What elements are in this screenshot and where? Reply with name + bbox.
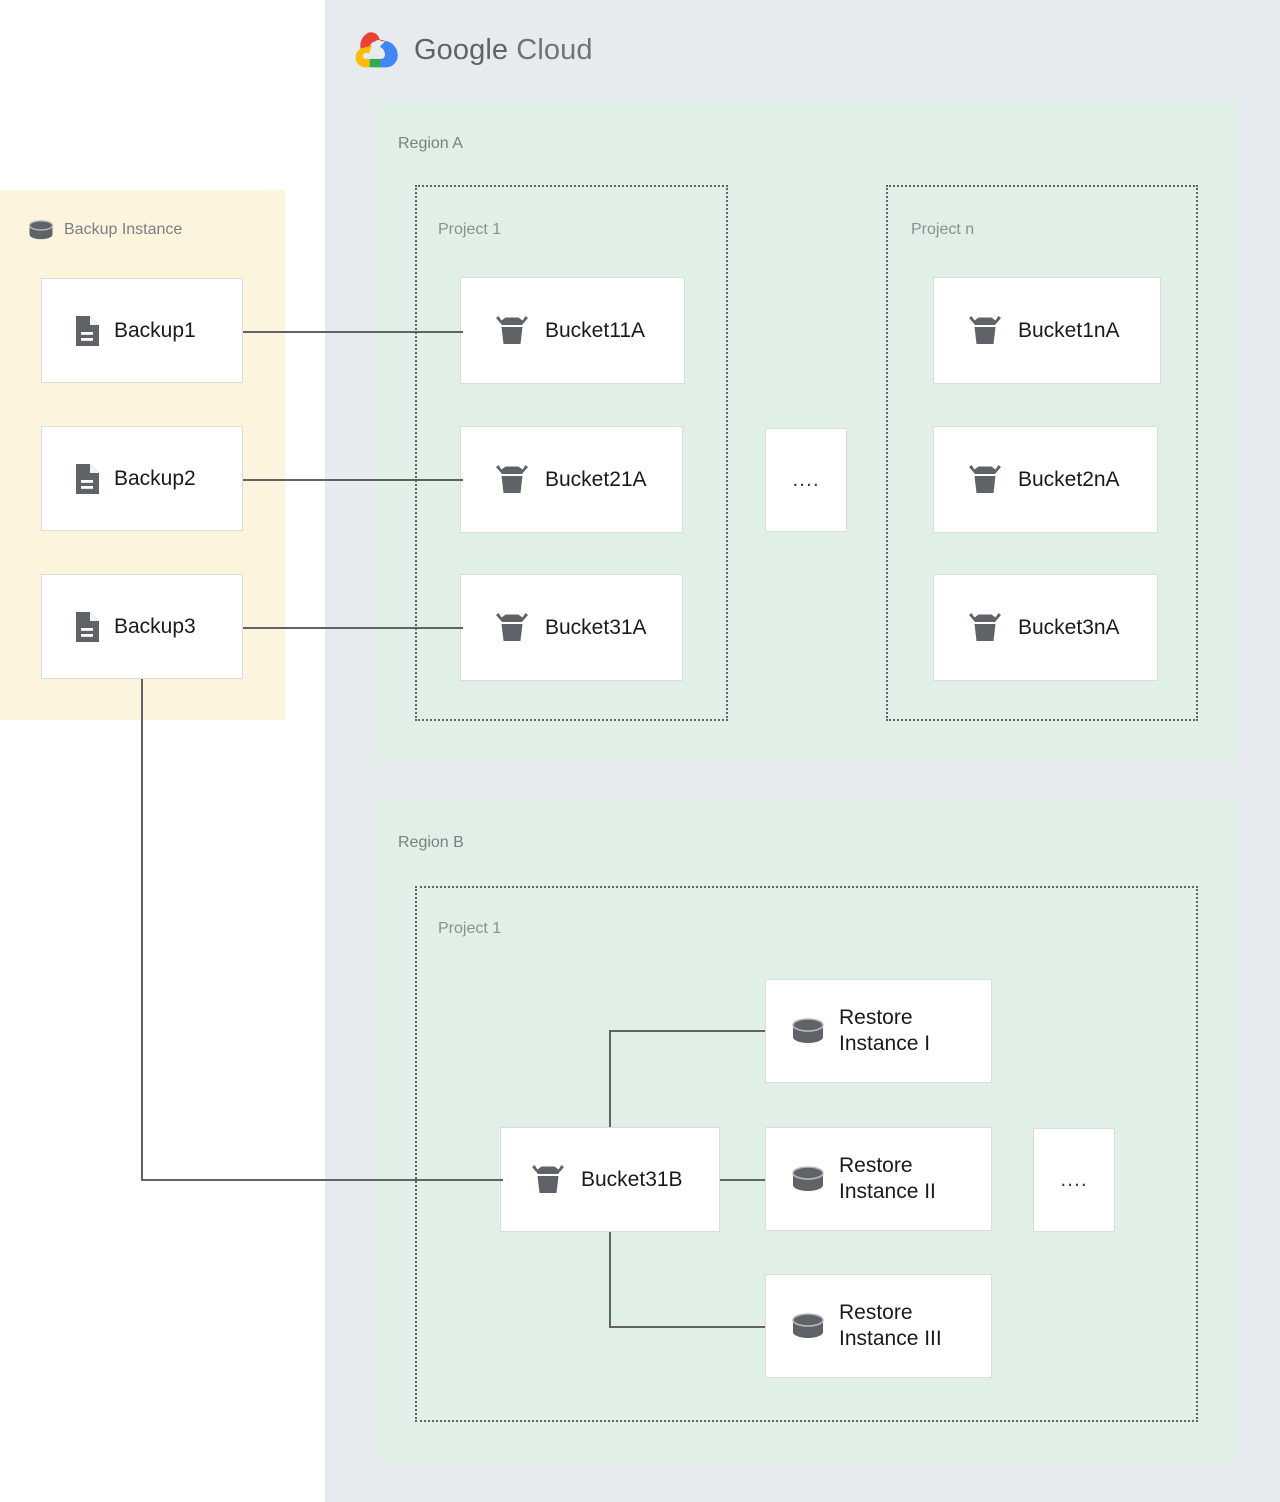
card-label: Bucket2nA xyxy=(1018,467,1120,491)
bucket-card-bucket2na[interactable]: Bucket2nA xyxy=(933,426,1158,533)
backup-card-backup2[interactable]: Backup2 xyxy=(41,426,243,531)
connector-bucket31b-to-restore-3-vertical xyxy=(609,1228,611,1328)
connector-bucket31b-to-restore-1-vertical xyxy=(609,1030,611,1130)
restore-instance-card-ii[interactable]: Restore Instance II xyxy=(765,1127,992,1231)
brand-word-cloud: Cloud xyxy=(516,34,593,66)
database-cylinder-icon xyxy=(791,1165,825,1193)
card-label: Bucket1nA xyxy=(1018,318,1120,342)
card-label: Restore Instance II xyxy=(839,1154,936,1203)
card-label: Bucket31B xyxy=(581,1167,683,1191)
card-label: Backup3 xyxy=(114,614,196,638)
brand-word-google: Google xyxy=(414,34,509,66)
bucket-card-bucket31b[interactable]: Bucket31B xyxy=(500,1127,720,1232)
connector-backup2-to-bucket21a xyxy=(243,479,463,481)
document-icon xyxy=(74,611,100,643)
bucket-card-bucket3na[interactable]: Bucket3nA xyxy=(933,574,1158,681)
database-cylinder-icon xyxy=(791,1312,825,1340)
region-a-ellipsis-card: .... xyxy=(765,428,847,532)
connector-bucket31b-to-restore-2 xyxy=(720,1179,765,1181)
google-cloud-wordmark: Google Cloud xyxy=(414,34,593,67)
bucket-card-bucket31a[interactable]: Bucket31A xyxy=(460,574,683,681)
connector-bucket31b-to-restore-1-horizontal xyxy=(610,1030,765,1032)
card-label: Backup1 xyxy=(114,318,196,342)
database-cylinder-icon xyxy=(28,219,54,241)
region-a-project-n-label: Project n xyxy=(911,221,975,238)
restore-instance-card-iii[interactable]: Restore Instance III xyxy=(765,1274,992,1378)
ellipsis-label: .... xyxy=(792,467,820,491)
google-cloud-logo-icon xyxy=(355,30,403,74)
region-b-project-1-label: Project 1 xyxy=(438,920,502,937)
storage-bucket-icon xyxy=(495,315,529,347)
bucket-card-bucket11a[interactable]: Bucket11A xyxy=(460,277,685,384)
card-label: Bucket3nA xyxy=(1018,615,1120,639)
region-b-label: Region B xyxy=(398,834,464,851)
card-label: Bucket21A xyxy=(545,467,647,491)
region-b-project-1-box xyxy=(415,886,1198,1422)
storage-bucket-icon xyxy=(968,612,1002,644)
card-label: Bucket31A xyxy=(545,615,647,639)
document-icon xyxy=(74,315,100,347)
storage-bucket-icon xyxy=(968,464,1002,496)
storage-bucket-icon xyxy=(531,1164,565,1196)
storage-bucket-icon xyxy=(968,315,1002,347)
region-a-project-1-label: Project 1 xyxy=(438,221,502,238)
connector-backup1-to-bucket11a xyxy=(243,331,463,333)
card-label: Backup2 xyxy=(114,466,196,490)
backup-instance-title: Backup Instance xyxy=(64,221,183,238)
storage-bucket-icon xyxy=(495,464,529,496)
card-label: Restore Instance I xyxy=(839,1006,931,1055)
region-a-project-1-box xyxy=(415,185,728,721)
bucket-card-bucket1na[interactable]: Bucket1nA xyxy=(933,277,1161,384)
region-b-ellipsis-card: .... xyxy=(1033,1128,1115,1232)
card-label: Restore Instance III xyxy=(839,1301,942,1350)
document-icon xyxy=(74,463,100,495)
region-a-label: Region A xyxy=(398,135,463,152)
backup-card-backup3[interactable]: Backup3 xyxy=(41,574,243,679)
database-cylinder-icon xyxy=(791,1017,825,1045)
connector-backup3-to-bucket31b-horizontal xyxy=(141,1179,503,1181)
ellipsis-label: .... xyxy=(1060,1167,1088,1191)
region-a-project-n-box xyxy=(886,185,1198,721)
connector-backup3-to-bucket31a xyxy=(243,627,463,629)
connector-backup3-to-bucket31b-vertical xyxy=(141,679,143,1181)
restore-instance-card-i[interactable]: Restore Instance I xyxy=(765,979,992,1083)
connector-bucket31b-to-restore-3-horizontal xyxy=(610,1326,765,1328)
bucket-card-bucket21a[interactable]: Bucket21A xyxy=(460,426,683,533)
card-label: Bucket11A xyxy=(545,318,646,342)
storage-bucket-icon xyxy=(495,612,529,644)
backup-card-backup1[interactable]: Backup1 xyxy=(41,278,243,383)
